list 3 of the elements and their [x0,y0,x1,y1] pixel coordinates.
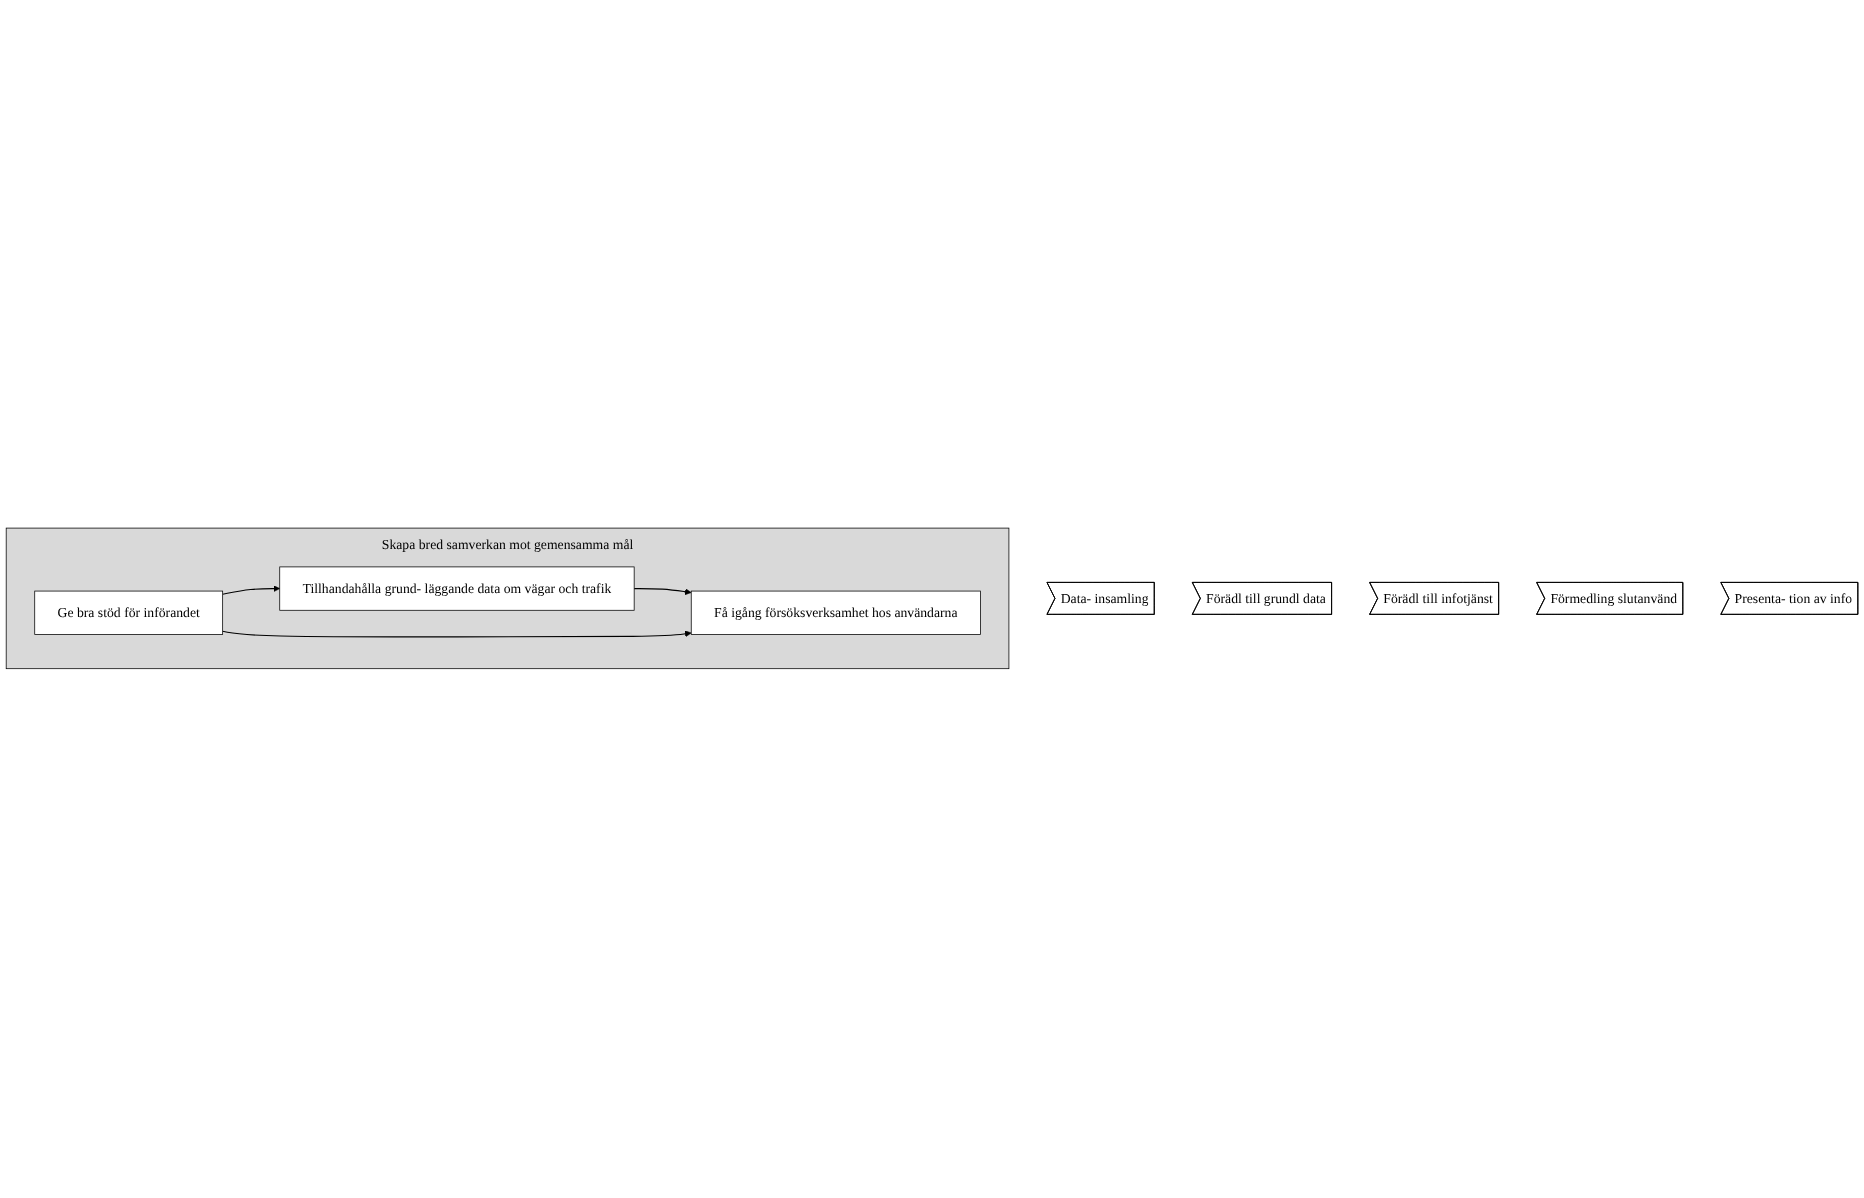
arrow [633,588,692,596]
arrow [222,631,692,639]
arrow [222,585,281,596]
